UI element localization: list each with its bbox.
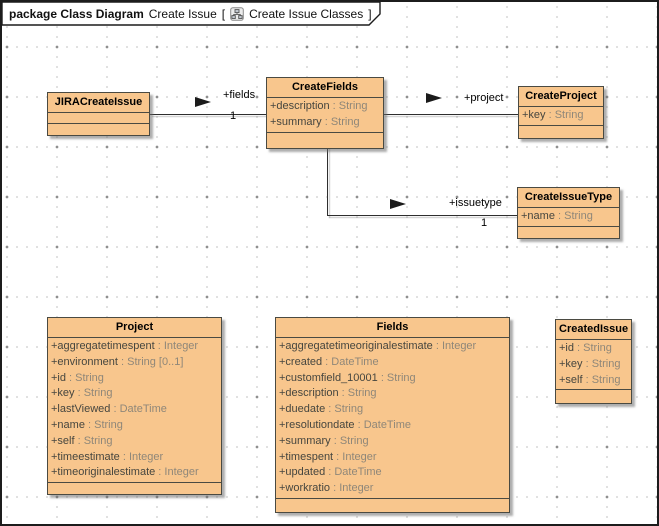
attribute: +key : String: [559, 357, 621, 370]
attribute: +id : String: [51, 371, 104, 384]
attribute: +timeoriginalestimate : Integer: [51, 466, 199, 479]
class-CreatedIssue[interactable]: CreatedIssue +id : String +key : String +se…: [555, 319, 632, 405]
attributes-compartment: +key : String: [519, 106, 603, 125]
attribute: +self : String: [51, 434, 113, 447]
class-name: Fields: [376, 321, 409, 333]
role-label: +project: [464, 92, 504, 104]
role-label: +issuetype: [449, 197, 502, 209]
class-JIRACreateIssue[interactable]: JIRACreateIssue: [47, 92, 150, 136]
attribute: +summary : String: [279, 434, 369, 447]
class-Project[interactable]: Project +aggregatetimespent : Integer +env…: [47, 317, 222, 496]
attribute: +name : String: [521, 210, 593, 222]
class-name: CreateProject: [525, 90, 597, 102]
attributes-compartment: +description : String +summary : String: [267, 97, 383, 132]
attribute: +description : String: [270, 100, 368, 112]
attribute: +resolutiondate : DateTime: [279, 418, 411, 431]
attribute: +name : String: [51, 418, 123, 431]
attributes-compartment: +aggregatetimespent : Integer +environmen…: [48, 337, 221, 482]
empty-compartment: [518, 225, 619, 238]
association-fields-line[interactable]: [150, 114, 268, 115]
multiplicity-label: 1: [481, 217, 488, 229]
attribute: +description : String: [279, 387, 377, 400]
attributes-compartment: +aggregatetimeoriginalestimate : Integer…: [276, 337, 509, 498]
frame-kind-label: package Class Diagram: [9, 6, 144, 21]
attribute: +id : String: [559, 342, 612, 354]
association-issuetype-line[interactable]: [327, 146, 328, 216]
class-name: Project: [115, 321, 154, 333]
association-issuetype-line[interactable]: [327, 215, 519, 216]
attribute: +aggregatetimeoriginalestimate : Integer: [279, 340, 477, 352]
empty-compartment: [276, 497, 509, 512]
attribute: +aggregatetimespent : Integer: [51, 340, 199, 352]
attribute: +duedate : String: [279, 403, 364, 416]
class-name: CreateFields: [291, 81, 359, 93]
navigability-arrow-icon: [426, 93, 442, 103]
frame-bracket-close: ]: [368, 6, 372, 21]
association-project-line[interactable]: [383, 114, 520, 115]
empty-compartment: [519, 124, 603, 138]
class-CreateFields[interactable]: CreateFields +description : String +summar…: [266, 77, 384, 149]
frame-bracket-open: [: [221, 6, 226, 21]
attribute: +environment : String [0..1]: [51, 355, 184, 368]
attribute: +summary : String: [270, 115, 360, 128]
frame-title: package Class Diagram Create Issue [ Cre…: [9, 5, 372, 22]
frame-context-label: Create Issue Classes: [249, 6, 364, 21]
attribute: +key : String: [522, 109, 584, 121]
attributes-compartment: +name : String: [518, 207, 619, 226]
attribute: +timeestimate : Integer: [51, 450, 164, 463]
attribute: +workratio : Integer: [279, 482, 374, 495]
frame-name-label: Create Issue: [148, 6, 217, 21]
class-name: CreatedIssue: [559, 323, 629, 335]
attribute: +lastViewed : DateTime: [51, 403, 167, 416]
empty-compartment: [48, 112, 149, 123]
frame-title-tab-outline: [2, 2, 381, 26]
attribute: +self : String: [559, 373, 621, 386]
class-name: JIRACreateIssue: [54, 96, 143, 108]
empty-compartment: [48, 123, 149, 135]
attribute: +timespent : Integer: [279, 450, 377, 463]
navigability-arrow-icon: [390, 199, 406, 209]
class-CreateProject[interactable]: CreateProject +key : String: [518, 86, 604, 139]
empty-compartment: [556, 389, 631, 403]
role-label: +fields: [223, 89, 256, 101]
multiplicity-label: 1: [230, 110, 237, 122]
attribute: +created : DateTime: [279, 355, 379, 368]
empty-compartment: [267, 131, 383, 148]
attribute: +customfield_10001 : String: [279, 371, 416, 384]
empty-compartment: [48, 482, 221, 494]
navigability-arrow-icon: [195, 97, 211, 107]
class-Fields[interactable]: Fields +aggregatetimeoriginalestimate : I…: [275, 317, 510, 513]
attributes-compartment: +id : String +key : String +self : String: [556, 339, 631, 389]
class-diagram-icon: [230, 6, 244, 21]
attribute: +key : String: [51, 387, 113, 400]
attribute: +updated : DateTime: [279, 466, 382, 479]
class-name: CreateIssueType: [524, 191, 613, 203]
class-CreateIssueType[interactable]: CreateIssueType +name : String: [517, 187, 620, 239]
